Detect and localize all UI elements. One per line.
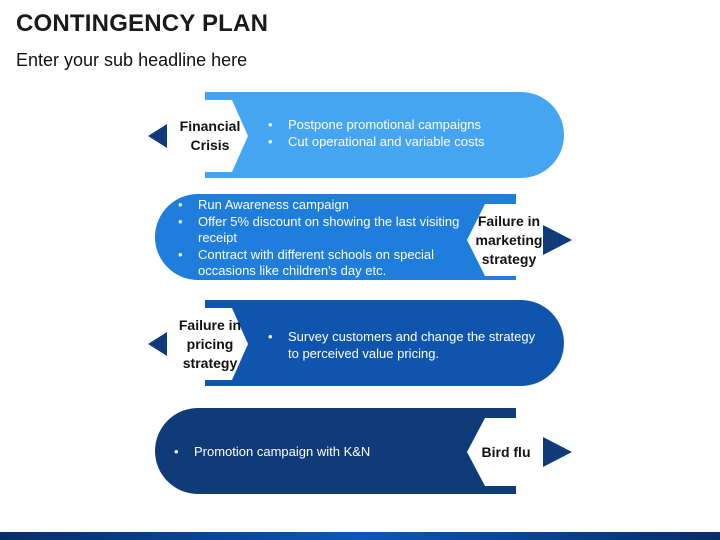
row-1-label-tab <box>153 100 248 172</box>
row-4-diamond <box>543 437 572 467</box>
row-4-bullet-1: Promotion campaign with K&N <box>170 444 450 461</box>
row-1-diamond <box>148 124 167 148</box>
row-1-bullet-1: Postpone promotional campaigns <box>264 117 534 134</box>
row-4-label-tab <box>467 418 568 486</box>
row-2-bullet-2: Offer 5% discount on showing the last vi… <box>174 214 469 247</box>
row-2-bullet-3: Contract with different schools on speci… <box>174 247 469 280</box>
row-3-diamond <box>148 332 167 356</box>
row-1-bullet-2: Cut operational and variable costs <box>264 134 534 151</box>
row-3-label-tab <box>153 308 248 380</box>
footer-bar <box>0 532 720 540</box>
row-3-bullets: Survey customers and change the strategy… <box>264 329 539 362</box>
row-4-label: Bird flu <box>481 443 531 460</box>
row-1-bullets: Postpone promotional campaigns Cut opera… <box>264 117 534 150</box>
row-3-label: Failure in pricing strategy <box>178 316 242 371</box>
row-2-label: Failure in marketing strategy <box>475 212 543 267</box>
row-1-label: Financial Crisis <box>179 118 241 153</box>
page-title: CONTINGENCY PLAN <box>16 10 269 37</box>
row-3-bullet-1: Survey customers and change the strategy… <box>264 329 539 362</box>
page-subtitle: Enter your sub headline here <box>16 50 248 70</box>
row-2-bullet-1: Run Awareness campaign <box>174 197 469 214</box>
row-4-bullets: Promotion campaign with K&N <box>170 444 450 461</box>
row-2-label-tab <box>467 204 568 276</box>
row-2-diamond <box>543 225 572 255</box>
row-2-bullets: Run Awareness campaign Offer 5% discount… <box>174 197 469 280</box>
